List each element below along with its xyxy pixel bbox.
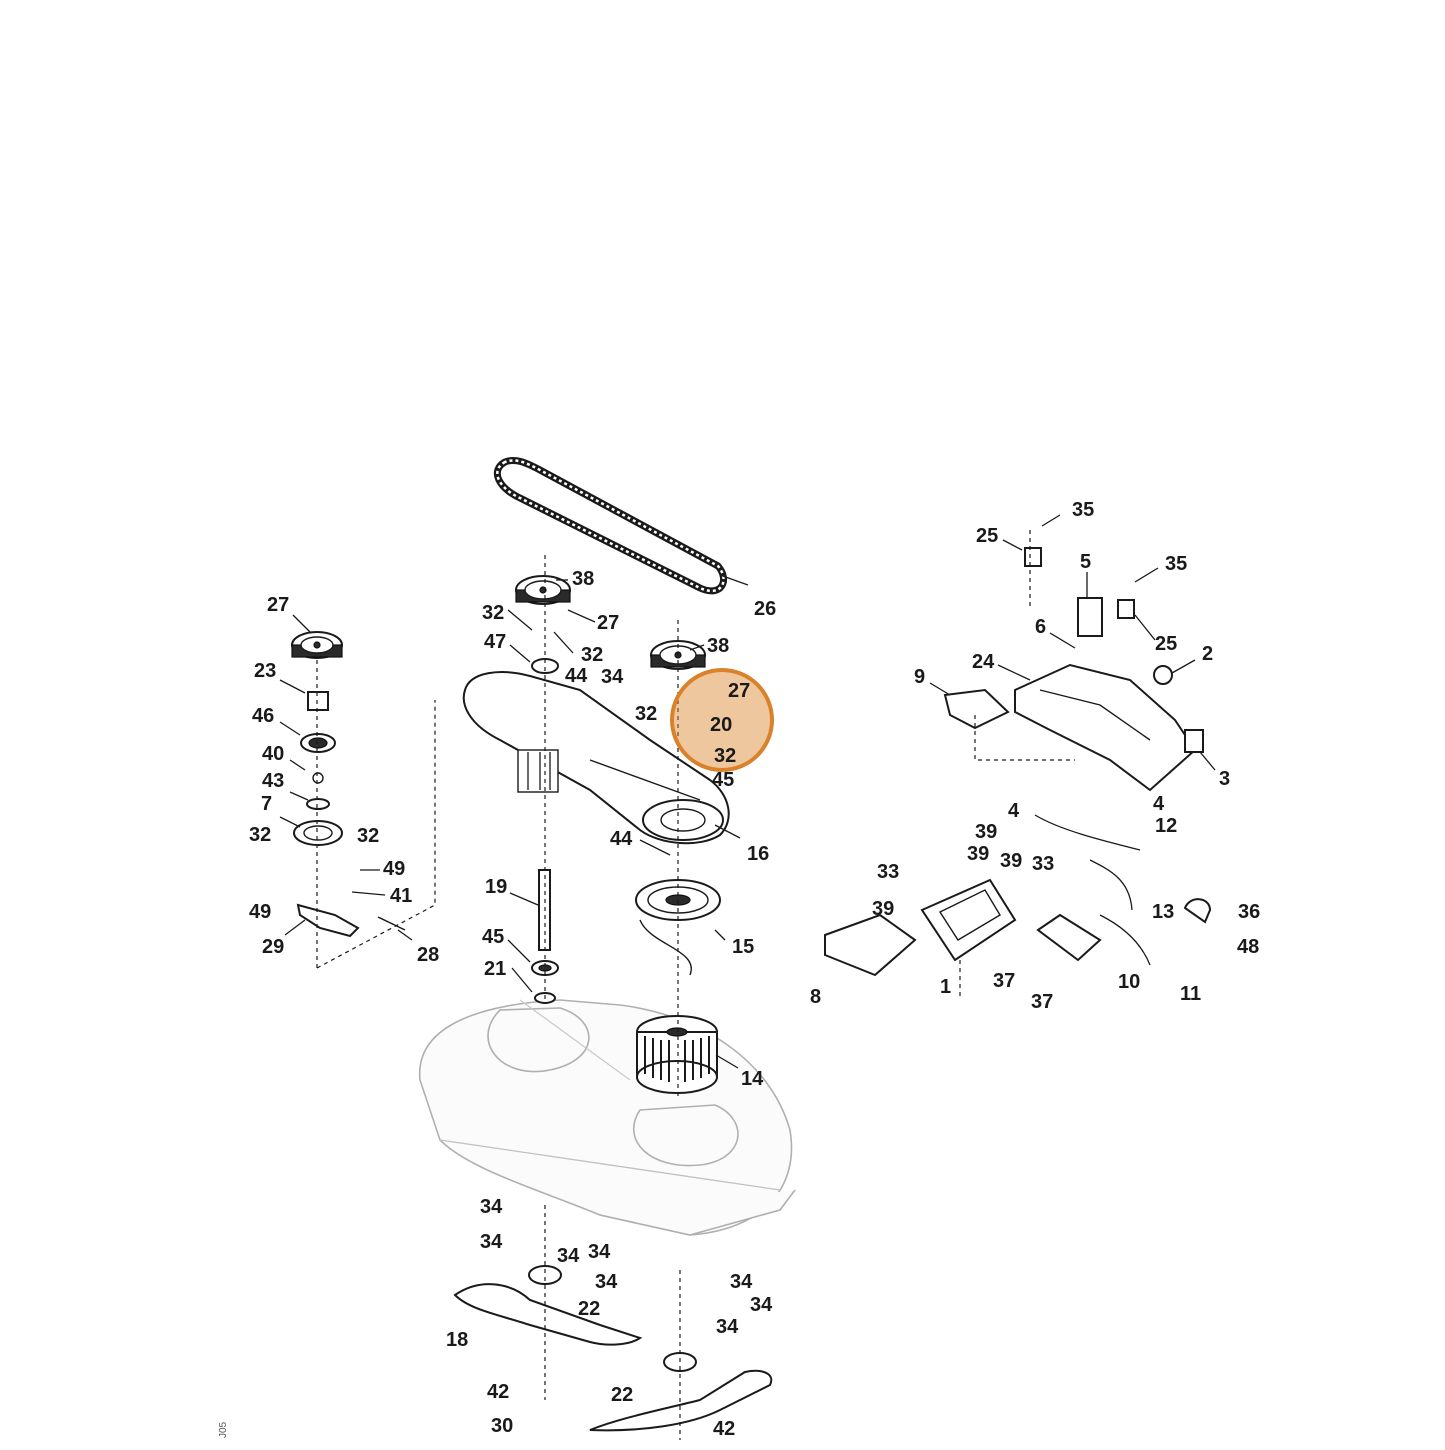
callout-c-40: 40 [262, 743, 284, 765]
callout-c-44a: 44 [565, 665, 588, 687]
highlight-circle [670, 668, 774, 772]
callout-c-39d: 39 [872, 898, 894, 920]
callout-c-11: 11 [1180, 983, 1201, 1005]
callout-c-14: 14 [741, 1068, 764, 1090]
callout-c-38b: 38 [707, 635, 729, 657]
controller-board [920, 878, 1017, 962]
callout-c-34h: 34 [750, 1294, 773, 1316]
pulley-left [291, 631, 343, 659]
callout-c-45b: 45 [482, 926, 504, 948]
callout-c-22a: 22 [578, 1298, 600, 1320]
wire-harness [1034, 814, 1212, 966]
callout-c-27a: 27 [597, 612, 619, 634]
callout-c-21: 21 [484, 958, 506, 980]
callout-c-7: 7 [261, 793, 272, 815]
callout-c-4b: 4 [1153, 793, 1165, 815]
callout-c-39b: 39 [967, 843, 989, 865]
callout-c-24: 24 [972, 651, 995, 673]
callout-c-37a: 37 [993, 970, 1015, 992]
mower-deck [418, 999, 796, 1236]
callout-c-43: 43 [262, 770, 284, 792]
callout-c-34f: 34 [595, 1271, 618, 1293]
callout-c-32d: 32 [714, 745, 736, 767]
callout-c-18: 18 [446, 1329, 468, 1351]
callout-c-36: 36 [1238, 901, 1260, 923]
corner-mark: J05 [218, 1421, 229, 1438]
callout-c-46: 46 [252, 705, 274, 727]
callout-c-6: 6 [1035, 616, 1046, 638]
callout-c-33b: 33 [1032, 853, 1054, 875]
callout-c-1: 1 [940, 976, 951, 998]
callout-c-34e: 34 [588, 1241, 611, 1263]
motor [636, 1015, 718, 1094]
callout-c-32c: 32 [635, 703, 657, 725]
callout-c-35a: 35 [1072, 499, 1094, 521]
callout-c-30: 30 [491, 1415, 513, 1437]
callout-c-4a: 4 [1008, 800, 1020, 822]
callout-c-45a: 45 [712, 769, 734, 791]
callout-c-27b: 27 [728, 680, 750, 702]
callout-c-48: 48 [1237, 936, 1259, 958]
callout-c-12: 12 [1155, 815, 1177, 837]
callout-c-22b: 22 [611, 1384, 633, 1406]
callout-c-16: 16 [747, 843, 769, 865]
pcb-bracket [943, 688, 1010, 730]
callout-c-25b: 25 [1155, 633, 1177, 655]
callout-c-44b: 44 [610, 828, 633, 850]
callout-c-42b: 42 [713, 1418, 735, 1440]
callout-c-8: 8 [810, 986, 821, 1008]
callout-c-28: 28 [417, 944, 439, 966]
callout-c-2: 2 [1202, 643, 1213, 665]
callout-c-15: 15 [732, 936, 754, 958]
callout-c-23: 23 [254, 660, 276, 682]
callout-c-42a: 42 [487, 1381, 509, 1403]
gearbox-housing [462, 671, 730, 845]
callout-c-39a: 39 [975, 821, 997, 843]
callout-c-37b: 37 [1031, 991, 1053, 1013]
control-housing [1014, 547, 1204, 792]
callout-c-49b: 49 [249, 901, 271, 923]
callout-c-32e: 32 [249, 824, 271, 846]
callout-c-32a: 32 [482, 602, 504, 624]
left-stack [293, 691, 406, 938]
callout-c-26: 26 [754, 598, 776, 620]
callout-c-34c: 34 [480, 1231, 503, 1253]
callout-c-35b: 35 [1165, 553, 1187, 575]
callout-c-5: 5 [1080, 551, 1091, 573]
callout-c-3: 3 [1219, 768, 1230, 790]
blade-left [453, 1265, 643, 1346]
callout-c-34i: 34 [716, 1316, 739, 1338]
callout-c-47: 47 [484, 631, 506, 653]
callout-c-10: 10 [1118, 971, 1140, 993]
callout-c-34d: 34 [557, 1245, 580, 1267]
callout-c-20: 20 [710, 714, 732, 736]
dash-panel [824, 913, 917, 977]
callout-c-41: 41 [390, 885, 412, 907]
callout-c-34b: 34 [480, 1196, 503, 1218]
callout-c-19: 19 [485, 876, 507, 898]
leader-lines [279, 514, 1216, 1069]
callout-c-34a: 34 [601, 666, 624, 688]
drive-belt [493, 456, 727, 595]
callout-c-38a: 38 [572, 568, 594, 590]
callout-c-33a: 33 [877, 861, 899, 883]
callout-c-29: 29 [262, 936, 284, 958]
pulley-center [515, 575, 571, 605]
callout-c-34g: 34 [730, 1271, 753, 1293]
callout-c-39c: 39 [1000, 850, 1022, 872]
small-board [1036, 913, 1102, 962]
callout-c-32b: 32 [581, 644, 603, 666]
callout-c-9: 9 [914, 666, 925, 688]
callout-c-27c: 27 [267, 594, 289, 616]
callout-c-13: 13 [1152, 901, 1174, 923]
callout-c-32f: 32 [357, 825, 379, 847]
callout-c-49a: 49 [383, 858, 405, 880]
callout-c-25a: 25 [976, 525, 998, 547]
